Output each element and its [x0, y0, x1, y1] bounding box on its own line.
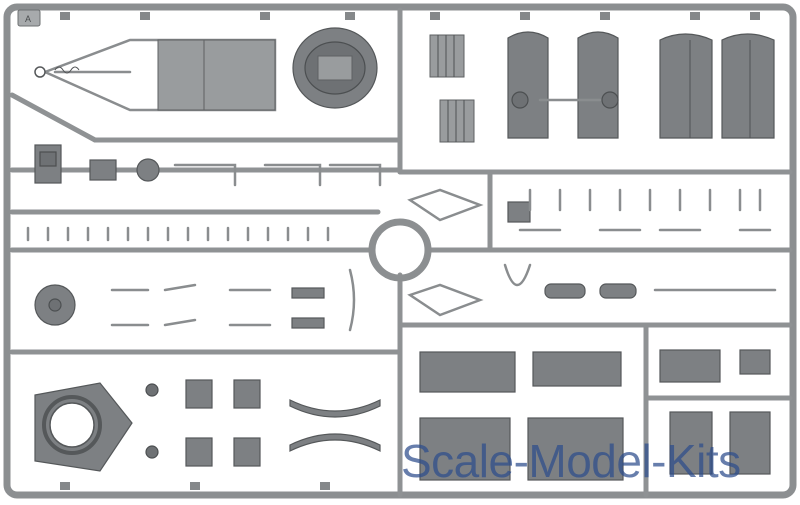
- runners: [9, 7, 793, 498]
- cylinder-parts: [544, 283, 777, 299]
- wheel-part: [34, 382, 133, 472]
- axle-frame-parts: [407, 188, 532, 317]
- gate-tabs: [60, 12, 760, 490]
- small-parts-top-left: [34, 144, 382, 187]
- drum-part: [292, 27, 378, 109]
- trailer-frame-part: [34, 38, 277, 112]
- hub-part: [34, 284, 76, 326]
- box-parts: [419, 349, 771, 481]
- spool-parts: [145, 379, 261, 467]
- center-ring: [368, 218, 432, 282]
- strut-parts: [110, 268, 356, 332]
- sprue-letter-tab: A: [17, 9, 41, 27]
- sprue-letter: A: [25, 14, 31, 24]
- hooks-row: [26, 188, 772, 242]
- ladder-parts: [429, 34, 475, 143]
- curved-panels: [659, 33, 775, 139]
- leaf-spring-parts: [289, 399, 381, 452]
- mudguard-parts: [507, 31, 619, 139]
